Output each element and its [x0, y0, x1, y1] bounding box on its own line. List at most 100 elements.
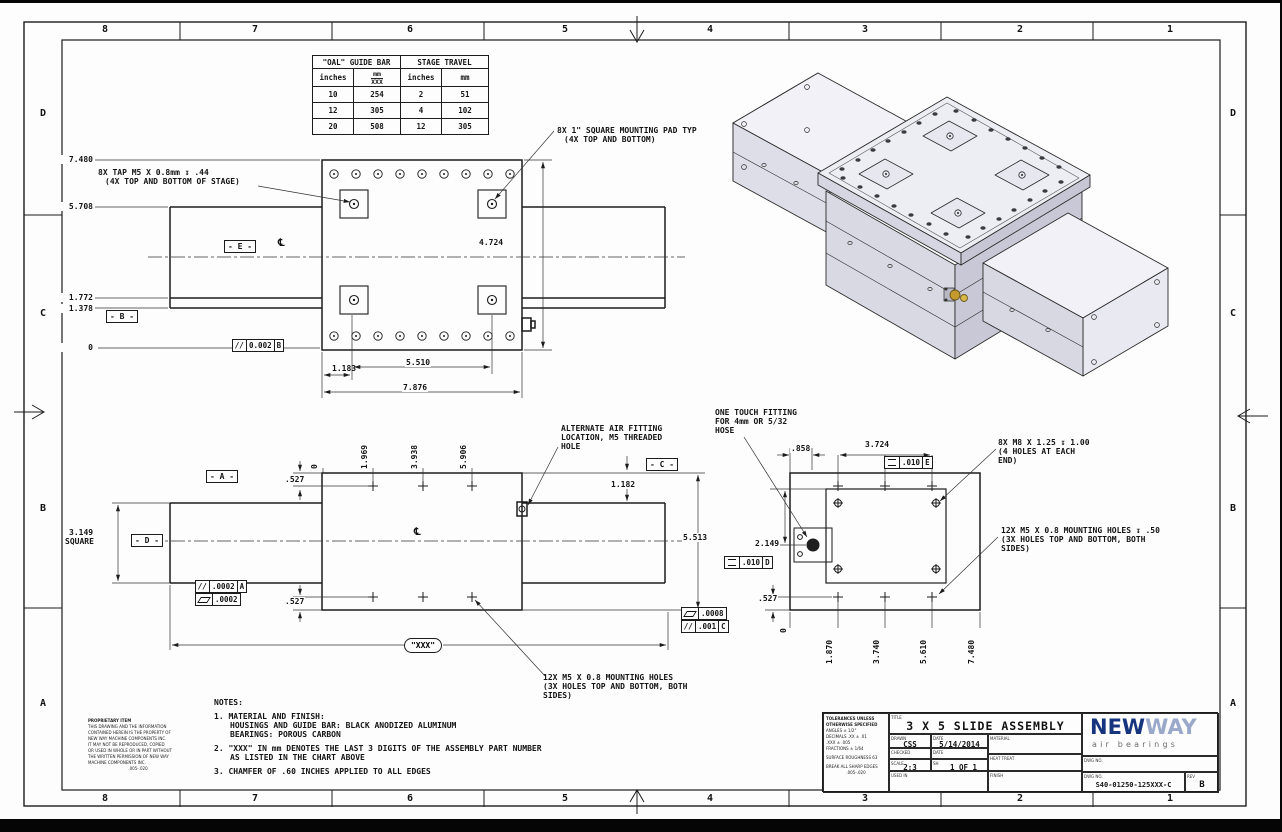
fcf-flatness: .0002	[195, 593, 241, 606]
m8-callout-line1: 8X M8 X 1.25 ↧ 1.00	[998, 438, 1090, 447]
m5-callout-line3: SIDES)	[1001, 544, 1030, 553]
fcf-datum: E	[925, 458, 930, 467]
sheet-label: SH	[933, 761, 939, 766]
rev-label: REV	[1187, 774, 1196, 779]
fcf-parallelism-c: // .001 C	[681, 620, 729, 633]
sheet-frame	[14, 16, 1268, 814]
ordinate-3938: 3.938	[410, 444, 419, 469]
centerline-symbol: ℄	[278, 238, 285, 249]
zone-col-top-8: 8	[101, 24, 109, 35]
fcf-flatness-2: .0008	[681, 607, 727, 620]
dim-5708: 5.708	[56, 202, 94, 211]
fcf-e: .010 E	[884, 456, 933, 469]
parallel-planes-icon	[725, 557, 740, 568]
fcf-datum: C	[721, 622, 726, 631]
proprietary-notice: PROPRIETARY ITEM THIS DRAWING AND THE IN…	[88, 718, 188, 772]
mounting-holes-callout-line3: SIDES)	[543, 691, 572, 700]
zone-col-bot-8: 8	[101, 793, 109, 804]
chart-subheader: mm	[441, 68, 489, 87]
dim-2149: 2.149	[754, 539, 781, 548]
chart-row: 12 305 4 102	[312, 102, 489, 119]
proprietary-line: .005-.020	[128, 766, 148, 771]
top-view-linework	[95, 130, 685, 398]
rev-cell: REV B	[1185, 772, 1219, 793]
parallel-planes-icon	[885, 457, 900, 468]
zone-row-right-b: B	[1229, 503, 1237, 514]
chart-group-1: "OAL" GUIDE BAR	[312, 55, 401, 69]
chart-subheader: inches	[312, 68, 354, 87]
proprietary-line: THIS DRAWING AND THE INFORMATION	[88, 724, 167, 729]
zone-col-top-6: 6	[406, 24, 414, 35]
used-in-cell: USED IN	[889, 771, 988, 793]
end-ordinate-0: 0	[779, 628, 788, 633]
fcf-datum: A	[239, 582, 245, 591]
chart-cell: 20	[312, 118, 354, 135]
m5-callout-line1: 12X M5 X 0.8 MOUNTING HOLES ↧ .50	[1001, 526, 1160, 535]
proprietary-line: IT MAY NOT BE REPRODUCED, COPIED	[88, 742, 165, 747]
zone-row-left-a: A	[39, 698, 47, 709]
zone-col-bot-4: 4	[706, 793, 714, 804]
dim-1772: 1.772	[56, 293, 94, 302]
proprietary-line: NEW WAY MACHINE COMPONENTS INC.	[88, 736, 167, 741]
fcf-value: .0002	[215, 595, 238, 604]
drawn-label: DRAWN	[891, 736, 907, 741]
drawn-cell: DRAWN CSS	[889, 734, 931, 749]
checked-label: CHECKED	[891, 750, 911, 755]
material-label: MATERIAL	[990, 736, 1010, 741]
tolerance-line: .XXX ± .005	[826, 740, 851, 745]
chart-subheader: inches	[400, 68, 442, 87]
zone-row-left-c: C	[39, 308, 47, 319]
end-ordinate-1870: 1.870	[825, 639, 834, 664]
datum-e-flag: - E -	[224, 240, 257, 253]
zone-col-top-5: 5	[561, 24, 569, 35]
dim-0: 0	[56, 343, 94, 352]
fcf-value: .0008	[701, 609, 724, 618]
finish-label: FINISH	[990, 773, 1004, 778]
chart-group-2: STAGE TRAVEL	[400, 55, 489, 69]
dim-7480: 7.480	[56, 155, 94, 164]
date-value: 5/14/2014	[939, 740, 980, 749]
note-3: 3. CHAMFER OF .60 INCHES APPLIED TO ALL …	[214, 767, 431, 776]
fcf-value: .010	[740, 557, 764, 568]
checked-cell: CHECKED	[889, 748, 931, 759]
chart-row: 20 508 12 305	[312, 118, 489, 135]
dwg-no-empty-cell: DWG NO.	[1082, 756, 1219, 772]
proprietary-line: CONTAINED HEREIN IS THE PROPERTY OF	[88, 730, 171, 735]
m8-callout-line2: (4 HOLES AT EACH	[998, 447, 1076, 456]
dim-3149-line1: 3.149	[69, 528, 94, 537]
one-touch-callout-line2: FOR 4mm OR 5/32	[715, 417, 788, 426]
used-in-label: USED IN	[891, 773, 908, 778]
ordinate-5906: 5.906	[459, 444, 468, 469]
material-cell: MATERIAL	[988, 734, 1082, 754]
right-edge-bar	[1280, 0, 1282, 832]
tolerance-line: BREAK ALL SHARP EDGES	[826, 764, 878, 769]
flatness-icon	[682, 608, 699, 619]
dim-527-end: .527	[757, 594, 779, 603]
chart-cell: 4	[400, 102, 442, 119]
tap-callout-line1: 8X TAP M5 X 0.8mm ↧ .44	[98, 168, 209, 177]
chart-cell: 305	[441, 118, 489, 135]
dwg-no-label: DWG NO.	[1084, 758, 1103, 763]
pad-callout-line2: (4X TOP AND BOTTOM)	[564, 135, 656, 144]
mounting-holes-callout-line1: 12X M5 X 0.8 MOUNTING HOLES	[543, 673, 674, 682]
datum-c-flag: - C -	[646, 458, 679, 471]
tolerance-line: .005-.020	[846, 770, 866, 775]
tolerance-line: SURFACE ROUGHNESS 63	[826, 755, 878, 760]
end-ordinate-3740: 3.740	[872, 639, 881, 664]
scale-cell: SCALE 2:3	[889, 759, 931, 772]
zone-col-bot-6: 6	[406, 793, 414, 804]
dwg-no-label: DWG NO.	[1084, 774, 1103, 779]
title-label: TITLE	[891, 715, 902, 720]
tolerance-line: TOLERANCES UNLESS	[826, 716, 875, 721]
fcf-parallelism-b: // 0.002 B	[232, 339, 285, 352]
top-edge-bar	[0, 0, 1282, 3]
fcf-value: .001	[696, 621, 720, 632]
ordinate-0: 0	[310, 464, 319, 469]
fcf-datum: B	[276, 341, 282, 350]
date2-cell: DATE	[931, 748, 988, 759]
newway-logo: NEWWAY	[1090, 715, 1197, 739]
zone-col-top-3: 3	[861, 24, 869, 35]
zone-row-left-d: D	[39, 108, 47, 119]
note-1: 1. MATERIAL AND FINISH:	[214, 712, 325, 721]
